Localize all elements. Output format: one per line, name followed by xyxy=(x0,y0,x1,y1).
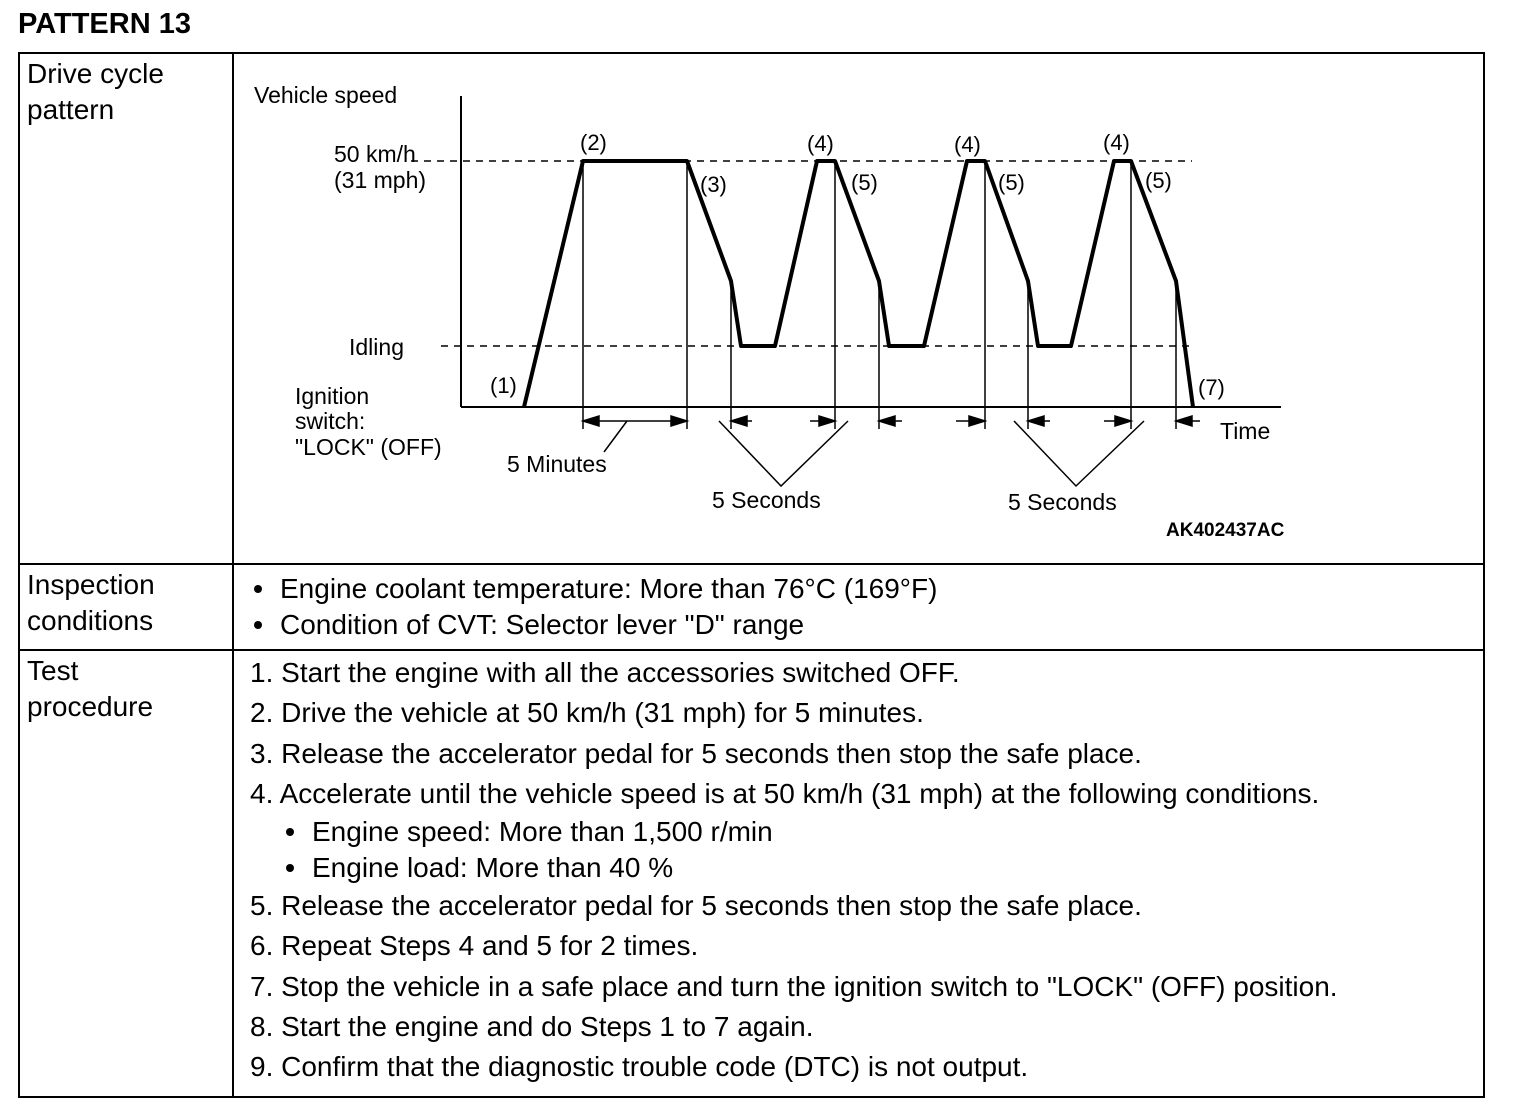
leader-lines xyxy=(603,420,1145,488)
inspection-conditions-list: Engine coolant temperature: More than 76… xyxy=(252,571,1483,643)
step-text: Start the engine with all the accessorie… xyxy=(281,657,960,688)
step-text: Release the accelerator pedal for 5 seco… xyxy=(281,890,1142,922)
step-text: Drive the vehicle at 50 km/h (31 mph) fo… xyxy=(281,697,924,729)
drive-cycle-diagram-cell: Vehicle speed 50 km/h (31 mph) Idling Ig… xyxy=(232,52,1485,565)
inspection-conditions-cell: Engine coolant temperature: More than 76… xyxy=(232,563,1485,651)
step-marker: (5) xyxy=(851,170,878,195)
procedure-step: 4. Accelerate until the vehicle speed is… xyxy=(250,774,1483,886)
step-number: 4. xyxy=(250,777,274,809)
drive-cycle-label: Drive cycle pattern xyxy=(27,58,164,125)
procedure-label: Test procedure xyxy=(27,655,154,722)
step-text: Confirm that the diagnostic trouble code… xyxy=(281,1051,1029,1083)
step-number: 7. xyxy=(250,970,274,1002)
step-number: 3. xyxy=(250,737,274,769)
step-marker: (7) xyxy=(1198,375,1225,400)
arrowhead xyxy=(1173,414,1193,428)
bullet-icon xyxy=(286,864,294,873)
arrowhead xyxy=(1114,414,1134,428)
step-number: 1. xyxy=(250,657,274,688)
five-seconds-leader-a xyxy=(718,420,849,488)
step-text: Repeat Steps 4 and 5 for 2 times. xyxy=(281,930,699,962)
arrowhead xyxy=(728,414,748,428)
condition-text: Engine coolant temperature: More than 76… xyxy=(280,573,938,604)
y-axis-label: Vehicle speed xyxy=(254,82,397,108)
step-marker: (2) xyxy=(580,130,607,155)
five-seconds-leader-b xyxy=(1013,420,1145,488)
step-marker: (4) xyxy=(807,131,834,156)
step-number: 8. xyxy=(250,1011,274,1043)
step-marker: (4) xyxy=(954,132,981,157)
speed-label-mph: (31 mph) xyxy=(334,167,426,193)
procedure-step: 9. Confirm that the diagnostic trouble c… xyxy=(250,1047,1483,1087)
step-number: 9. xyxy=(250,1051,274,1083)
ignition-label-switch: switch: xyxy=(295,408,365,434)
procedure-step: 7. Stop the vehicle in a safe place and … xyxy=(250,967,1483,1007)
procedure-row: Test procedure 1. Start the engine with … xyxy=(18,649,1485,1098)
bullet-icon xyxy=(254,621,262,629)
ignition-label-lock: "LOCK" (OFF) xyxy=(295,434,442,460)
step-marker: (3) xyxy=(700,172,727,197)
step-text: Stop the vehicle in a safe place and tur… xyxy=(281,970,1338,1002)
procedure-step: 8. Start the engine and do Steps 1 to 7 … xyxy=(250,1007,1483,1047)
arrowhead xyxy=(968,414,988,428)
procedure-step: 6. Repeat Steps 4 and 5 for 2 times. xyxy=(250,926,1483,966)
drive-cycle-diagram: Vehicle speed 50 km/h (31 mph) Idling Ig… xyxy=(254,82,1285,541)
five-seconds-label: 5 Seconds xyxy=(712,487,821,513)
arrowhead xyxy=(580,414,600,428)
arrowhead xyxy=(876,414,896,428)
procedure-step: 2. Drive the vehicle at 50 km/h (31 mph)… xyxy=(250,693,1483,733)
list-item: Condition of CVT: Selector lever "D" ran… xyxy=(252,607,1483,643)
procedure-step: 1. Start the engine with all the accesso… xyxy=(250,653,1483,693)
step-marker: (5) xyxy=(1145,168,1172,193)
inspection-label-cell: Inspection conditions xyxy=(18,563,234,651)
step-number: 2. xyxy=(250,697,274,729)
inspection-label: Inspection conditions xyxy=(27,569,155,636)
drive-cycle-row: Drive cycle pattern xyxy=(18,52,1485,565)
time-markers xyxy=(582,161,1177,429)
idling-label: Idling xyxy=(349,334,404,360)
bullet-icon xyxy=(254,585,262,593)
arrowhead xyxy=(818,414,838,428)
procedure-step: 3. Release the accelerator pedal for 5 s… xyxy=(250,734,1483,774)
five-seconds-label: 5 Seconds xyxy=(1008,489,1117,515)
step-marker: (1) xyxy=(490,373,517,398)
list-item: Engine speed: More than 1,500 r/min xyxy=(284,814,1483,850)
figure-code: AK402437AC xyxy=(1166,520,1285,541)
speed-profile-line xyxy=(522,159,1195,408)
arrowhead xyxy=(670,414,690,428)
bullet-icon xyxy=(286,828,294,837)
sub-condition-text: Engine load: More than 40 % xyxy=(312,852,674,884)
x-axis-label: Time xyxy=(1220,418,1270,444)
step-marker: (4) xyxy=(1103,130,1130,155)
test-procedure-steps: 1. Start the engine with all the accesso… xyxy=(250,653,1483,1088)
test-procedure-cell: 1. Start the engine with all the accesso… xyxy=(232,649,1485,1098)
ignition-label: Ignition xyxy=(295,383,369,409)
sub-condition-text: Engine speed: More than 1,500 r/min xyxy=(312,816,773,848)
speed-label: 50 km/h xyxy=(334,141,416,167)
procedure-step: 5. Release the accelerator pedal for 5 s… xyxy=(250,886,1483,926)
step-text: Accelerate until the vehicle speed is at… xyxy=(279,777,1320,809)
step-number: 5. xyxy=(250,890,274,922)
procedure-label-cell: Test procedure xyxy=(18,649,234,1098)
step-number: 6. xyxy=(250,930,274,962)
step-sub-conditions: Engine speed: More than 1,500 r/min Engi… xyxy=(250,814,1483,886)
pattern-title: PATTERN 13 xyxy=(18,8,191,40)
list-item: Engine load: More than 40 % xyxy=(284,850,1483,886)
step-text: Release the accelerator pedal for 5 seco… xyxy=(281,737,1142,769)
inspection-row: Inspection conditions Engine coolant tem… xyxy=(18,563,1485,651)
five-minutes-label: 5 Minutes xyxy=(507,451,607,477)
dimension-arrows xyxy=(580,414,1200,428)
condition-text: Condition of CVT: Selector lever "D" ran… xyxy=(280,609,805,640)
five-minutes-leader xyxy=(603,420,628,453)
list-item: Engine coolant temperature: More than 76… xyxy=(252,571,1483,607)
step-text: Start the engine and do Steps 1 to 7 aga… xyxy=(281,1011,814,1043)
drive-cycle-label-cell: Drive cycle pattern xyxy=(18,52,234,565)
step-marker: (5) xyxy=(998,170,1025,195)
arrowhead xyxy=(1025,414,1045,428)
drive-cycle-table: Drive cycle pattern xyxy=(18,52,1485,1098)
